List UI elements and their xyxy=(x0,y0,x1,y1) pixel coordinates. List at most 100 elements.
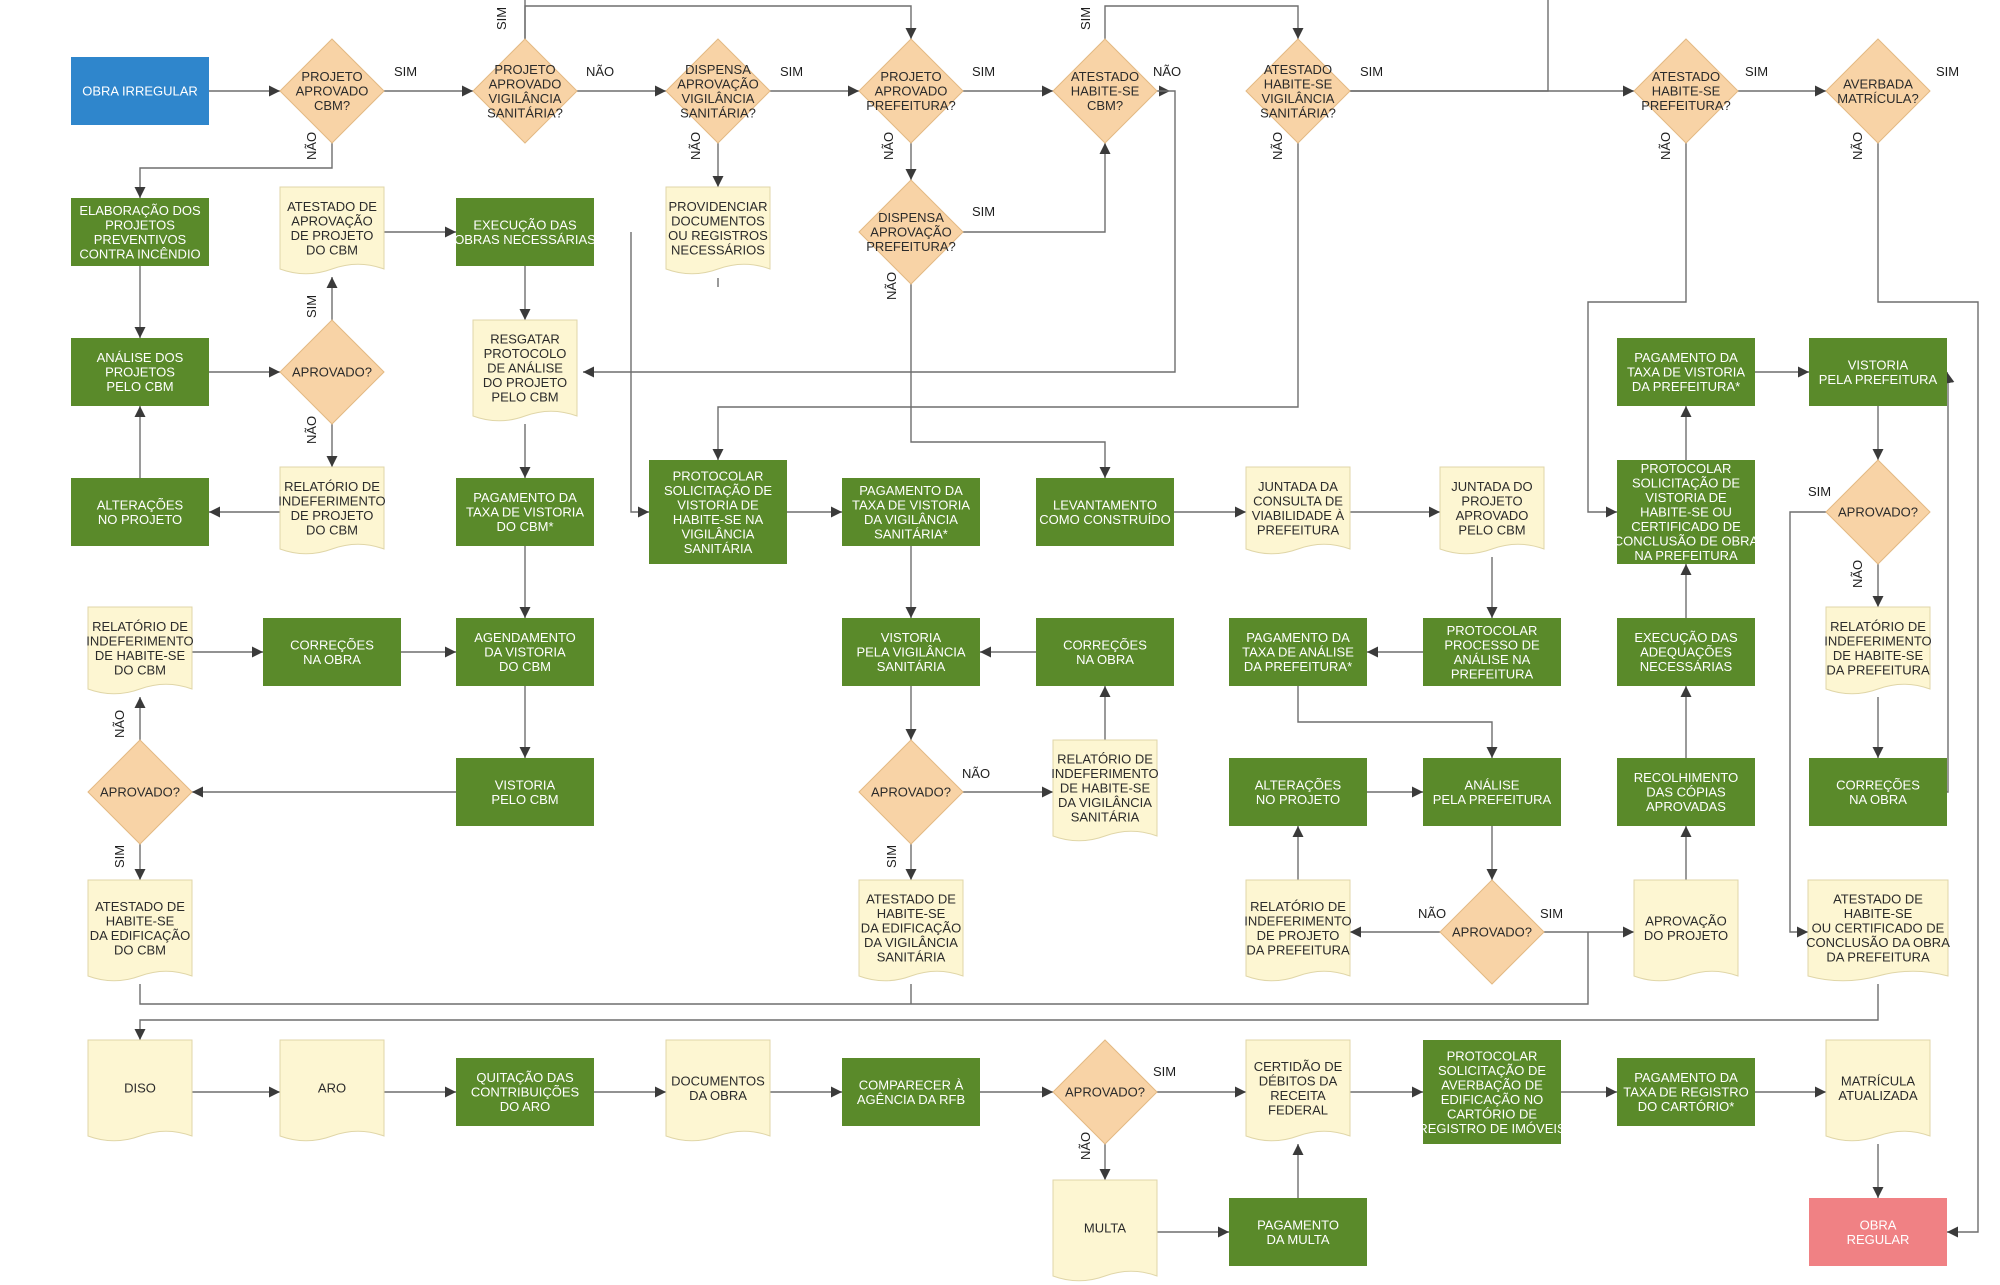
document-shape xyxy=(472,319,578,422)
connector xyxy=(910,284,1111,478)
process-box xyxy=(456,478,594,546)
obra-irregular-start: OBRA IRREGULAR xyxy=(71,57,209,125)
no-label: NÃO xyxy=(1078,1132,1093,1160)
multa-document: MULTA xyxy=(1052,1179,1158,1282)
decision-diamond xyxy=(1245,38,1351,144)
process-box xyxy=(71,198,209,266)
no-label: NÃO xyxy=(1418,906,1446,921)
no-label: NÃO xyxy=(1658,132,1673,160)
document-shape xyxy=(87,1039,193,1142)
aprovado-rfb-decision: APROVADO? xyxy=(1052,1039,1158,1145)
yes-label: SIM xyxy=(1936,64,1959,79)
document-shape xyxy=(1825,606,1931,695)
connector xyxy=(1297,686,1498,758)
document-shape xyxy=(1439,466,1545,555)
connector xyxy=(630,232,649,518)
yes-label: SIM xyxy=(1540,906,1563,921)
process-box xyxy=(1617,460,1755,564)
connector xyxy=(1104,5,1304,39)
start-box xyxy=(71,57,209,125)
diso-document: DISO xyxy=(87,1039,193,1142)
decision-diamond xyxy=(1825,38,1931,144)
process-box xyxy=(1809,338,1947,406)
node-label: APROVADO? xyxy=(871,785,951,800)
process-box xyxy=(1036,478,1174,546)
decision-diamond xyxy=(472,38,578,144)
no-label: NÃO xyxy=(1850,132,1865,160)
decision-diamond xyxy=(279,319,385,425)
document-shape xyxy=(665,186,771,275)
process-box xyxy=(456,198,594,266)
aprovado-pref-proj-decision: APROVADO? xyxy=(1439,879,1545,985)
decision-diamond xyxy=(1052,1039,1158,1145)
decision-diamond xyxy=(858,38,964,144)
process-box xyxy=(1617,1058,1755,1126)
node-label: MULTA xyxy=(1084,1221,1126,1236)
yes-label: SIM xyxy=(1808,484,1831,499)
end-box xyxy=(1809,1198,1947,1266)
process-box xyxy=(263,618,401,686)
process-box xyxy=(1423,1040,1561,1144)
decision-diamond xyxy=(858,739,964,845)
no-label: NÃO xyxy=(1153,64,1181,79)
aro-document: ARO xyxy=(279,1039,385,1142)
document-shape xyxy=(1052,1179,1158,1282)
connector xyxy=(134,984,1879,1040)
connector xyxy=(963,143,1111,233)
process-box xyxy=(842,618,980,686)
decision-diamond xyxy=(1439,879,1545,985)
document-shape xyxy=(279,1039,385,1142)
document-shape xyxy=(87,606,193,695)
no-label: NÃO xyxy=(688,132,703,160)
document-shape xyxy=(1245,879,1351,982)
decision-diamond xyxy=(665,38,771,144)
